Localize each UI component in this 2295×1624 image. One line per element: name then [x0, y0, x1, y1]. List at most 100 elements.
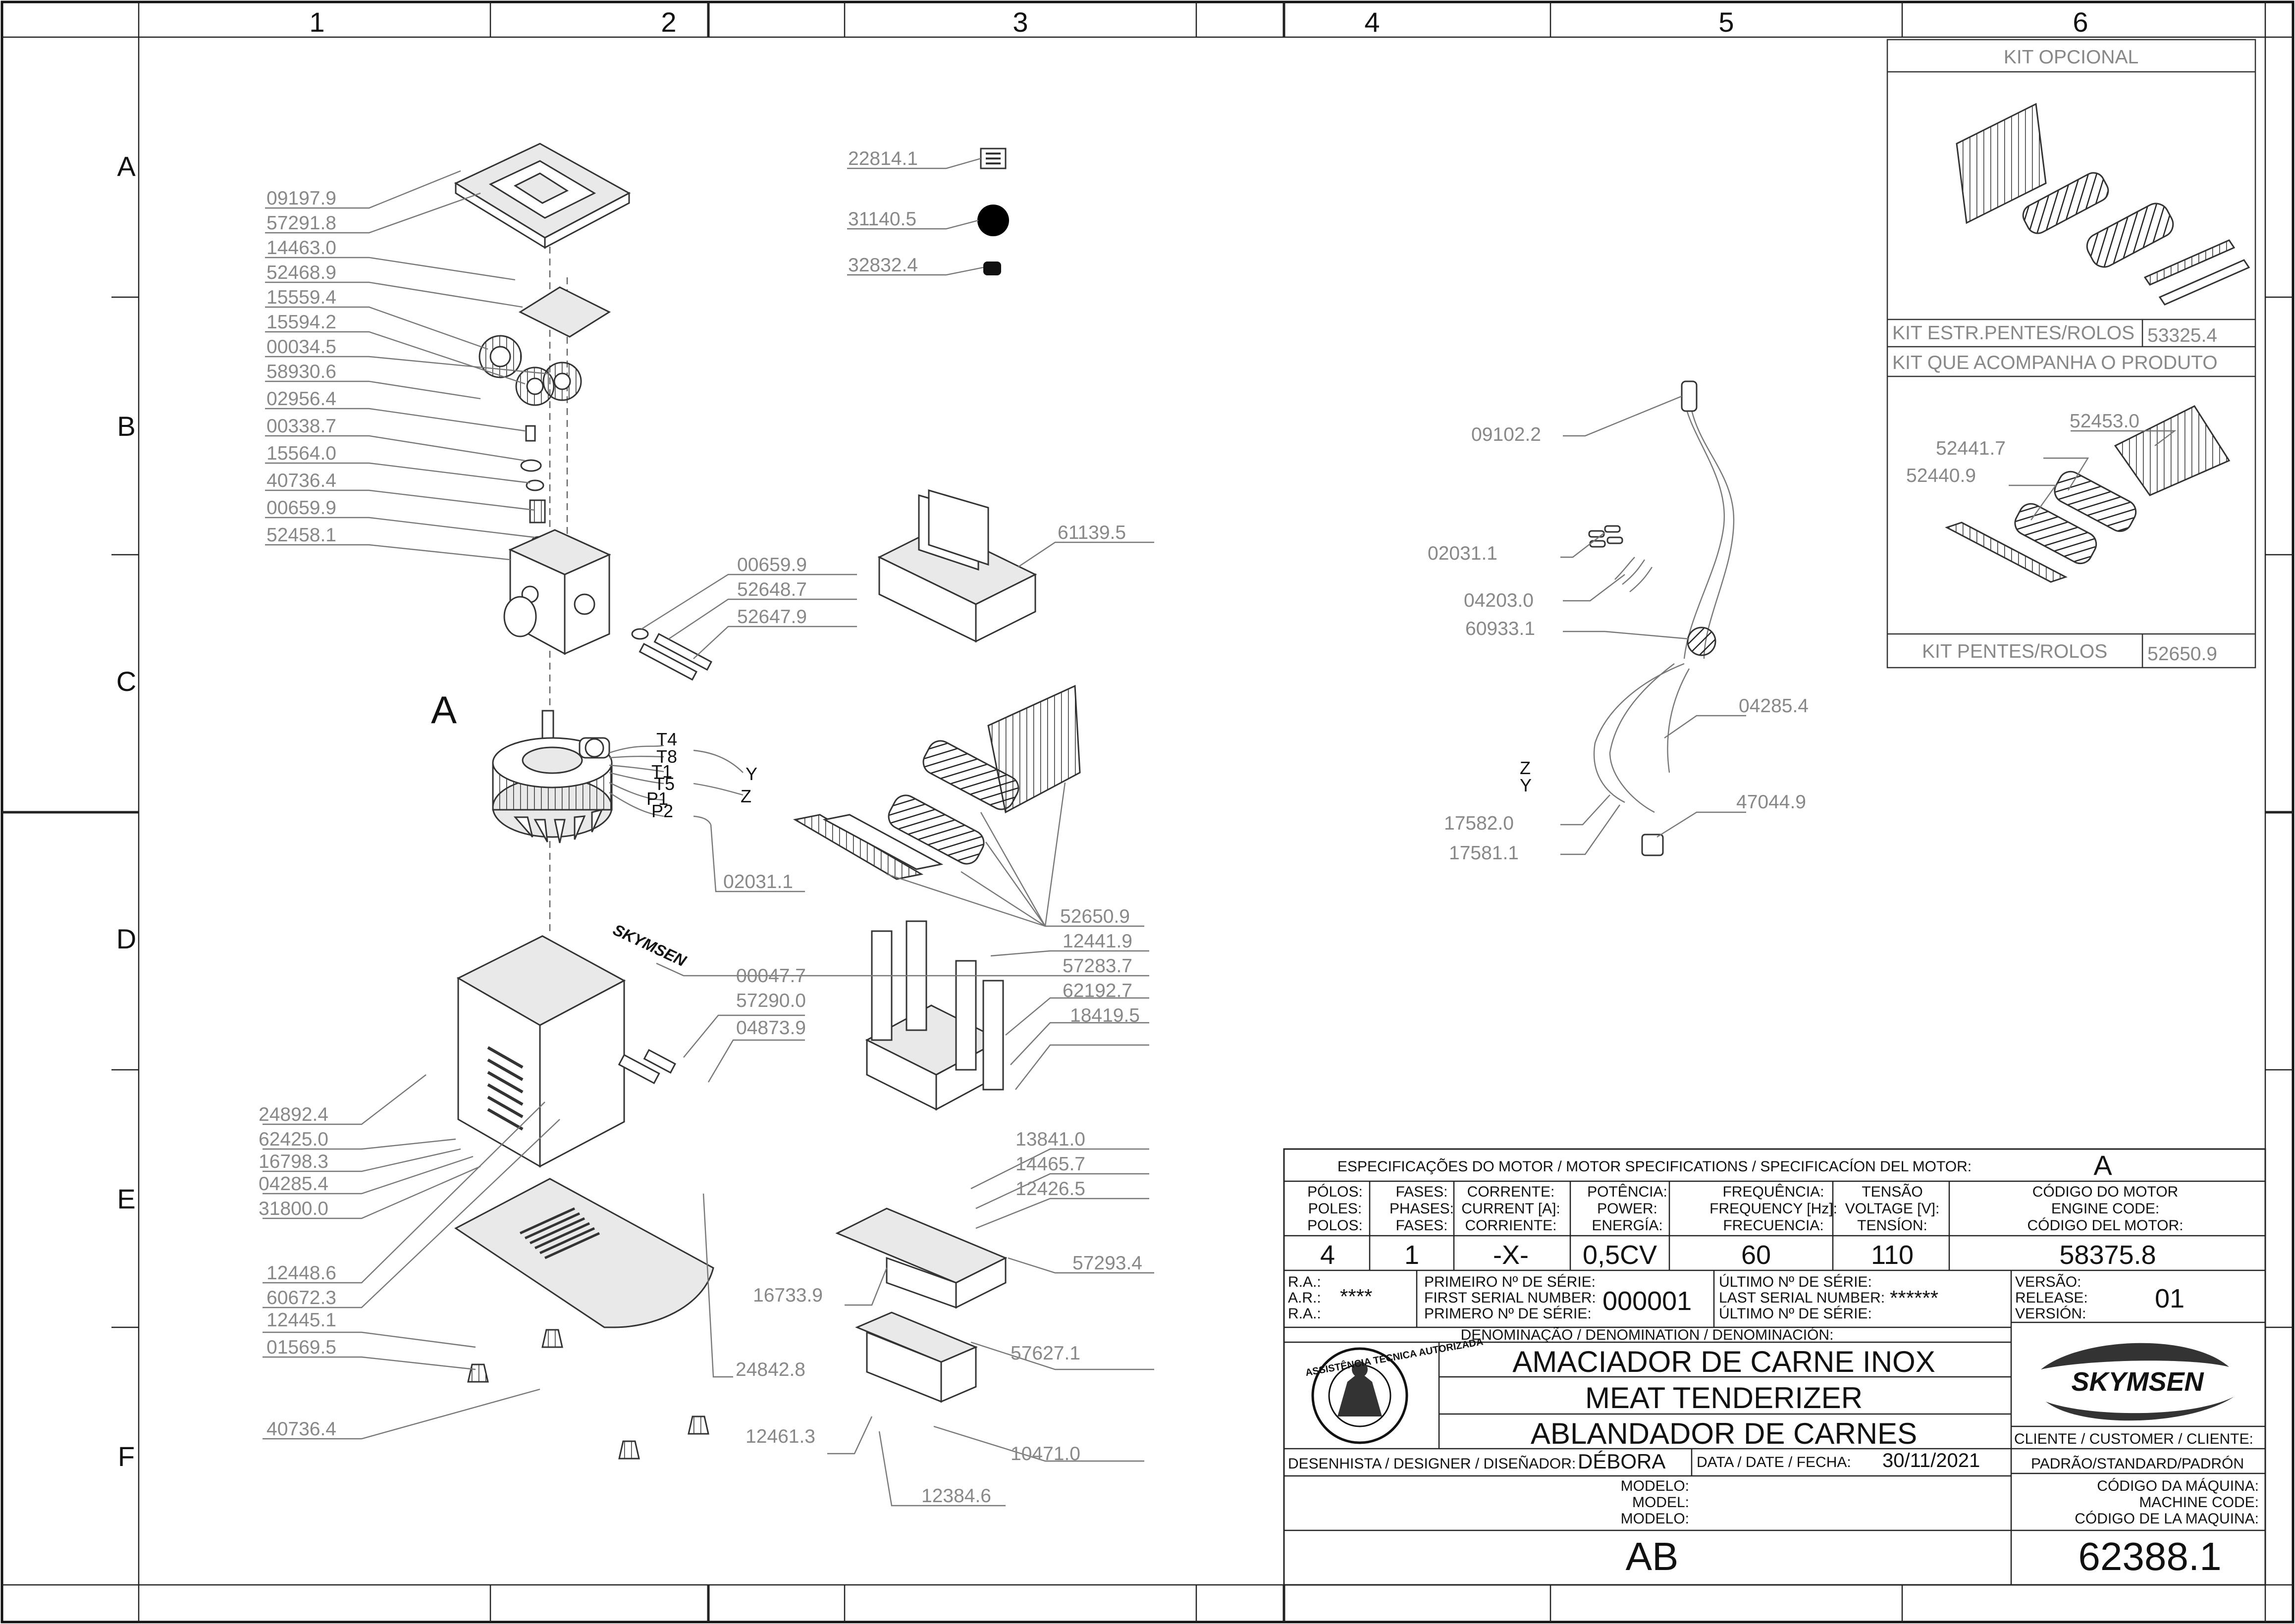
denomination-header: DENOMINAÇÃO / DENOMINATION / DENOMINACIÓ…: [1461, 1326, 1834, 1343]
collection-box-part: [855, 1311, 978, 1403]
kit-estr-code: 53325.4: [2147, 325, 2217, 346]
harness-wire-z: Z: [1520, 758, 1531, 778]
machine-code-label-en: MACHINE CODE:: [2139, 1494, 2259, 1511]
callout-04285-4-harness: 04285.4: [1739, 695, 1809, 717]
client-label: CLIENTE / CUSTOMER / CLIENTE:: [2014, 1431, 2253, 1447]
wire-t5: T5: [654, 774, 675, 794]
callout-31800-0: 31800.0: [259, 1198, 328, 1219]
first-serial-label-en: FIRST SERIAL NUMBER:: [1424, 1290, 1596, 1306]
kit-combs-rollers-part: [793, 684, 1081, 880]
callout-57283-7: 57283.7: [1063, 955, 1132, 977]
grid-col-1: 1: [309, 6, 324, 38]
callout-02956-4: 02956.4: [267, 388, 336, 410]
part-callouts: 09197.9 57291.8 14463.0 52468.9 15559.4 …: [259, 148, 1809, 1507]
callout-00659-9-top: 00659.9: [267, 497, 336, 519]
skymsen-logo-text: SKYMSEN: [2071, 1367, 2204, 1397]
last-serial-label-es: ÚLTIMO Nº DE SÉRIE:: [1719, 1306, 1872, 1322]
motor-part: [492, 710, 744, 843]
gearbox-housing-part: [503, 529, 611, 655]
callout-52453-0: 52453.0: [2070, 411, 2139, 432]
date-label: DATA / DATE / FECHA:: [1697, 1454, 1851, 1470]
tray-part: [835, 1207, 1008, 1309]
top-cover-part: [454, 143, 631, 249]
ra-label-pt: R.A.:: [1288, 1274, 1321, 1290]
poles-label-en: POLES:: [1308, 1201, 1362, 1217]
current-value: -X-: [1493, 1240, 1529, 1270]
grid-col-2: 2: [661, 6, 676, 38]
callout-52647-9: 52647.9: [737, 606, 807, 628]
grid-col-4: 4: [1364, 6, 1380, 38]
included-kit-illustration: [1945, 405, 2231, 583]
callout-61139-5: 61139.5: [1058, 522, 1126, 543]
callout-00034-5: 00034.5: [267, 336, 336, 358]
product-name-pt: AMACIADOR DE CARNE INOX: [1512, 1345, 1935, 1378]
callout-02031-1-motor: 02031.1: [723, 871, 793, 892]
power-label-es: ENERGÍA:: [1592, 1217, 1662, 1234]
callout-14463-0: 14463.0: [267, 237, 336, 259]
grid-col-3: 3: [1013, 6, 1028, 38]
callout-40736-4-foot: 40736.4: [267, 1418, 336, 1440]
machine-code-value: 62388.1: [2078, 1534, 2221, 1578]
power-label-en: POWER:: [1597, 1201, 1657, 1217]
callout-15564-0: 15564.0: [267, 443, 336, 464]
callout-04203-0: 04203.0: [1464, 590, 1534, 611]
kit-panel: KIT OPCIONAL KIT ESTR.PENTES/ROLOS 53325…: [1886, 39, 2256, 669]
version-label-en: RELEASE:: [2015, 1290, 2088, 1306]
bearing-plate-part: [518, 286, 611, 338]
last-serial-label-pt: ÚLTIMO Nº DE SÉRIE:: [1719, 1274, 1872, 1290]
feet-part: [467, 1329, 709, 1460]
machine-code-label-es: CÓDIGO DE LA MAQUINA:: [2075, 1511, 2259, 1527]
engine-code-label-pt: CÓDIGO DO MOTOR: [2032, 1184, 2178, 1200]
callout-00659-9-right: 00659.9: [737, 554, 807, 576]
knob-31140-part: [977, 205, 1009, 236]
machine-code-label-pt: CÓDIGO DA MÁQUINA:: [2097, 1478, 2259, 1494]
base-cabinet-part: [456, 935, 626, 1168]
callout-24892-4: 24892.4: [259, 1104, 328, 1125]
product-name-en: MEAT TENDERIZER: [1585, 1381, 1863, 1414]
motor-spec-header: ESPECIFICAÇÕES DO MOTOR / MOTOR SPECIFIC…: [1337, 1158, 1972, 1175]
grid-row-a: A: [117, 151, 136, 182]
callout-12441-9: 12441.9: [1063, 931, 1132, 952]
display-stand-part: [877, 489, 1037, 643]
motor-spec-letter: A: [2093, 1150, 2112, 1181]
motor-wire-labels: A T4 T8 T1 T5 P1 P2 Y Z Z Y: [431, 688, 1532, 821]
first-serial-label-es: PRIMERO Nº DE SÉRIE:: [1424, 1306, 1592, 1322]
callout-60672-3: 60672.3: [267, 1287, 336, 1309]
grid-row-c: C: [116, 666, 136, 697]
grid-col-6: 6: [2073, 6, 2088, 38]
ra-label-en: A.R.:: [1288, 1290, 1321, 1306]
callout-58930-6: 58930.6: [267, 361, 336, 382]
poles-value: 4: [1320, 1240, 1335, 1270]
version-value: 01: [2155, 1284, 2185, 1313]
version-label-es: VERSIÓN:: [2015, 1306, 2086, 1322]
callout-16733-9: 16733.9: [753, 1285, 823, 1306]
optional-kit-illustration: [1956, 103, 2250, 306]
model-value: AB: [1626, 1534, 1679, 1578]
current-label-pt: CORRENTE:: [1467, 1184, 1555, 1200]
voltage-label-pt: TENSÃO: [1862, 1183, 1922, 1200]
date-value: 30/11/2021: [1882, 1450, 1980, 1471]
callout-52440-9: 52440.9: [1906, 465, 1976, 486]
callout-09102-2: 09102.2: [1471, 424, 1541, 445]
callout-12461-3: 12461.3: [746, 1426, 815, 1447]
kit-included-header: KIT QUE ACOMPANHA O PRODUTO: [1892, 352, 2218, 373]
designer-value: DÉBORA: [1578, 1450, 1665, 1473]
model-label-es: MODELO:: [1621, 1511, 1689, 1527]
designer-label: DESENHISTA / DESIGNER / DISEÑADOR:: [1288, 1455, 1576, 1472]
voltage-value: 110: [1871, 1240, 1914, 1270]
callout-17581-1: 17581.1: [1449, 842, 1519, 864]
last-serial-value: ******: [1890, 1286, 1938, 1310]
wire-p2: P2: [651, 801, 673, 821]
callout-17582-0: 17582.0: [1444, 813, 1514, 834]
callout-12384-6: 12384.6: [921, 1485, 991, 1507]
callout-04285-4-base: 04285.4: [259, 1173, 328, 1195]
frequency-label-en: FREQUENCY [Hz]:: [1709, 1201, 1837, 1217]
model-label-en: MODEL:: [1632, 1494, 1689, 1511]
callout-01569-5: 01569.5: [267, 1337, 336, 1358]
phases-value: 1: [1404, 1240, 1419, 1270]
kit-optional-header: KIT OPCIONAL: [2004, 47, 2138, 68]
bottom-plate-part: [454, 1178, 714, 1328]
callout-14465-7: 14465.7: [1015, 1153, 1085, 1175]
voltage-label-es: TENSÍON:: [1857, 1217, 1927, 1234]
